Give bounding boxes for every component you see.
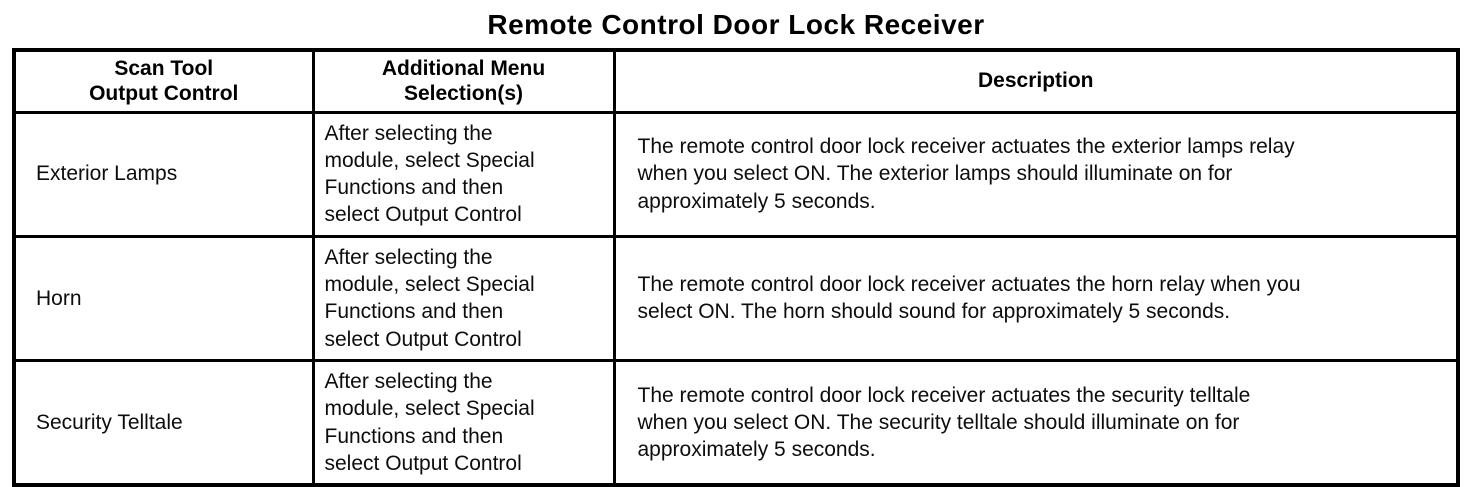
table-row-security-telltale: Security Telltale After selecting the mo… [12,358,1460,487]
column-header-additional-menu-selections: Additional Menu Selection(s) [311,48,616,114]
table-header-row: Scan Tool Output Control Additional Menu… [12,48,1460,114]
cell-description: The remote control door lock receiver ac… [612,358,1460,487]
cell-description: The remote control door lock receiver ac… [612,110,1460,238]
cell-output-control: Exterior Lamps [12,110,315,238]
cell-output-control: Horn [12,234,315,362]
cell-output-control: Security Telltale [12,358,315,487]
cell-menu-selection: After selecting the module, select Speci… [311,110,616,238]
table-row-horn: Horn After selecting the module, select … [12,234,1460,362]
cell-description: The remote control door lock receiver ac… [612,234,1460,362]
column-header-description: Description [612,48,1460,114]
scan-tool-output-control-table: Scan Tool Output Control Additional Menu… [12,48,1460,487]
cell-menu-selection: After selecting the module, select Speci… [311,234,616,362]
column-header-scan-tool-output-control: Scan Tool Output Control [12,48,315,114]
page-title: Remote Control Door Lock Receiver [487,9,985,40]
table-row-exterior-lamps: Exterior Lamps After selecting the modul… [12,110,1460,238]
cell-menu-selection: After selecting the module, select Speci… [311,358,616,487]
